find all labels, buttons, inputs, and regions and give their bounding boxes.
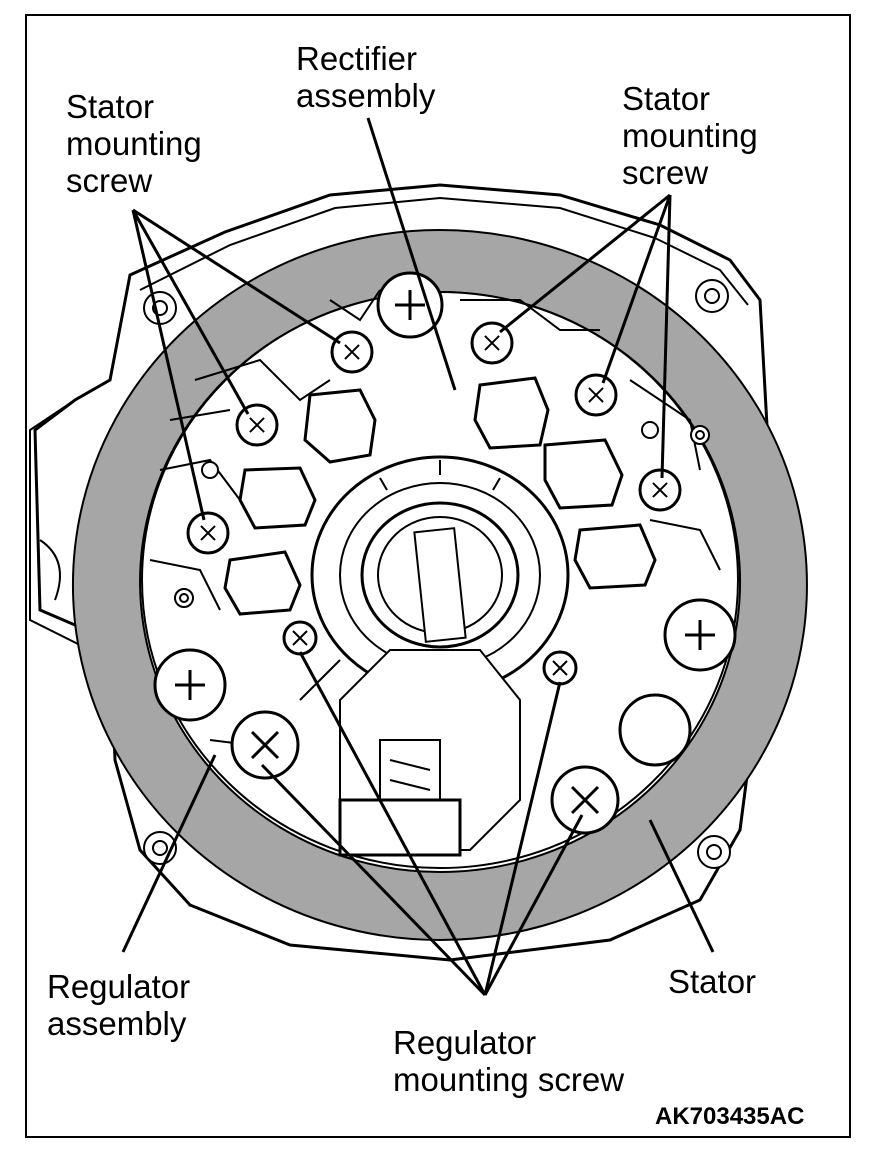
diode-pads — [223, 376, 657, 616]
label-regulator-mounting-screw: Regulator mounting screw — [393, 1024, 625, 1098]
stator-screw-left-3 — [186, 511, 230, 555]
regulator-screw-small-right — [542, 650, 578, 686]
leader-regulator-assembly — [121, 754, 217, 953]
leader-stator-left-1 — [132, 208, 341, 345]
housing-inner-edge — [139, 196, 749, 306]
stator-screw-right-2 — [574, 373, 618, 417]
stator-screw-left-1 — [330, 330, 374, 374]
leader-reg-screw-4 — [483, 814, 584, 996]
leader-lines — [121, 117, 715, 997]
mounting-boss-top-right — [695, 279, 729, 313]
regulator-screw-left — [230, 710, 300, 780]
leader-stator-right-2 — [601, 194, 672, 384]
leader-reg-screw-1 — [260, 763, 487, 997]
stator-screw-right-3 — [638, 468, 682, 512]
housing-side-lug — [39, 539, 61, 601]
large-screw-right — [663, 598, 737, 672]
small-bosses — [174, 421, 710, 608]
leader-stator-left-2 — [131, 209, 250, 415]
leader-stator-right-1 — [499, 193, 671, 334]
leader-stator-right-3 — [660, 194, 672, 479]
regulator-screw-small-left — [282, 620, 318, 656]
label-stator-screw-right: Stator mounting screw — [622, 80, 758, 191]
stator-screw-right-1 — [470, 321, 514, 365]
large-plug-right — [618, 693, 692, 767]
housing-left-flange — [29, 399, 111, 661]
label-regulator-assembly: Regulator assembly — [47, 968, 191, 1042]
heatsink-fins — [149, 289, 721, 611]
mounting-boss-bottom-right — [697, 835, 731, 869]
label-stator-screw-left: Stator mounting screw — [66, 88, 202, 199]
stator-screw-left-2 — [235, 403, 279, 447]
leader-rectifier — [366, 117, 457, 391]
leader-reg-screw-2 — [298, 651, 487, 996]
label-stator: Stator — [668, 963, 757, 1000]
label-rectifier-assembly: Rectifier assembly — [296, 40, 436, 114]
leader-reg-screw-3 — [483, 681, 562, 996]
large-screw-left — [153, 648, 227, 722]
leader-stator — [648, 819, 715, 953]
regulator-screw-right — [550, 765, 620, 835]
figure-frame — [25, 14, 851, 1138]
leader-stator-left-3 — [131, 209, 206, 521]
mounting-boss-top-left — [143, 291, 177, 325]
large-screw-top — [376, 271, 444, 339]
figure-code: AK703435AC — [655, 1103, 805, 1130]
regulator-assembly-body — [209, 649, 521, 857]
